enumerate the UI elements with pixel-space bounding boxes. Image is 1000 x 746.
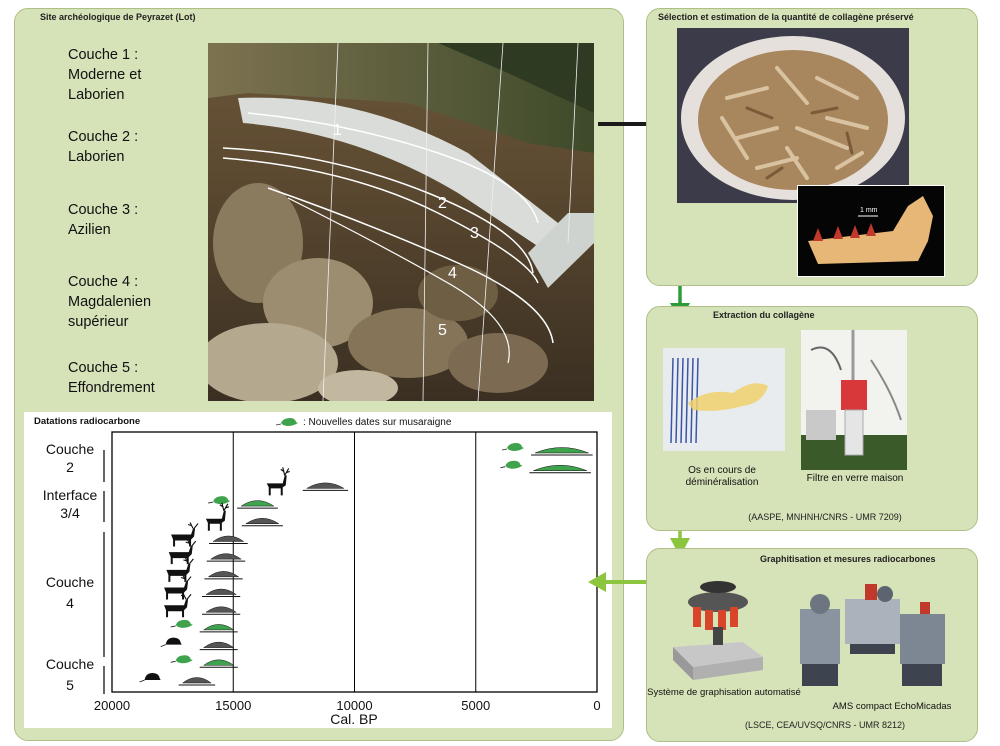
filter-caption: Filtre en verre maison [806,473,904,484]
date-5-distribution [212,535,245,542]
date-10-shrew-icon [170,619,193,628]
date-9-distribution [205,606,237,613]
date-1-shrew-icon [500,460,523,469]
chart-title: Datations radiocarbone [34,416,140,427]
excavation-photo: 1 2 3 4 5 [208,43,594,401]
ams-caption: AMS compact EchoMicadas [832,701,952,712]
date-13-rodent-icon [139,673,161,683]
date-11-distribution [202,641,235,648]
scale-label: 1 mm [860,207,878,214]
group-label-2-line-0: Couche [46,574,94,590]
date-4-red-deer-icon [205,502,230,531]
date-2-distribution [305,482,345,489]
group-label-3-line-0: Couche [46,656,94,672]
x-tick-label-0: 0 [593,698,600,713]
photo-number-2: 2 [438,195,447,212]
photo-number-5: 5 [438,322,447,339]
ams-photo [790,574,950,692]
x-tick-label-5000: 5000 [461,698,490,713]
graphitisation-caption: Système de graphisation automatisé [647,687,801,698]
group-label-3-line-1: 5 [66,677,74,693]
graphitisation-title: Graphitisation et mesures radiocarbones [760,554,936,564]
date-2-red-deer-icon [266,467,290,496]
site-title: Site archéologique de Peyrazet (Lot) [40,12,196,22]
date-8-distribution [205,588,237,595]
date-3-shrew-icon [208,496,231,505]
layer-label-2: Couche 2 : Laborien [68,129,139,165]
date-11-rodent-icon [160,637,182,647]
layer-label-3: Couche 3 : Azilien [68,202,139,238]
date-7-distribution [207,571,240,578]
bones-photo [677,28,909,203]
layer-label-4: Couche 4 : Magdalenien supérieur [68,274,152,330]
x-tick-label-20000: 20000 [94,698,130,713]
jaw-photo: 1 mm [797,185,945,277]
x-tick-label-10000: 10000 [336,698,372,713]
photo-number-4: 4 [448,265,457,282]
x-axis-label: Cal. BP [330,711,377,727]
date-12-shrew-icon [170,655,193,664]
photo-number-1: 1 [333,122,342,139]
demineralisation-photo [663,348,785,451]
date-0-distribution [534,447,589,454]
demineralisation-caption: Os en cours de déminéralisation [685,465,759,488]
group-label-1-line-1: 3/4 [60,505,80,521]
layer-label-5: Couche 5 : Effondrement [68,360,155,396]
graphitisation-lab: (LSCE, CEA/UVSQ/CNRS - UMR 8212) [744,720,906,730]
chart-legend-label: : Nouvelles dates sur musaraigne [303,417,452,428]
radiocarbon-chart: Datations radiocarbone : Nouvelles dates… [24,412,612,728]
date-3-distribution [240,500,275,507]
photo-number-3: 3 [470,225,479,242]
legend-shrew-icon [275,418,298,426]
filter-photo [801,330,907,470]
group-label-0-line-1: 2 [66,459,74,475]
date-6-distribution [209,553,242,560]
arrow-green-left-icon [588,572,648,592]
date-13-distribution [181,677,212,684]
selection-title: Sélection et estimation de la quantité d… [658,12,914,22]
graphitisation-photo [668,572,768,682]
group-label-0-line-0: Couche [46,441,94,457]
date-12-distribution [202,659,235,666]
radiocarbon-chart-svg: Datations radiocarbone : Nouvelles dates… [34,416,601,727]
date-10-distribution [202,624,235,631]
group-label-1-line-0: Interface [43,487,98,503]
extraction-lab: (AASPE, MNHNH/CNRS - UMR 7209) [748,512,902,522]
group-label-2-line-1: 4 [66,595,74,611]
date-0-shrew-icon [501,443,525,451]
date-1-distribution [533,464,587,471]
layer-label-1: Couche 1 : Moderne et Laborien [68,47,142,103]
x-tick-label-15000: 15000 [215,698,251,713]
extraction-title: Extraction du collagène [713,310,815,320]
date-9-reindeer-icon [164,592,192,618]
date-4-distribution [245,518,280,525]
